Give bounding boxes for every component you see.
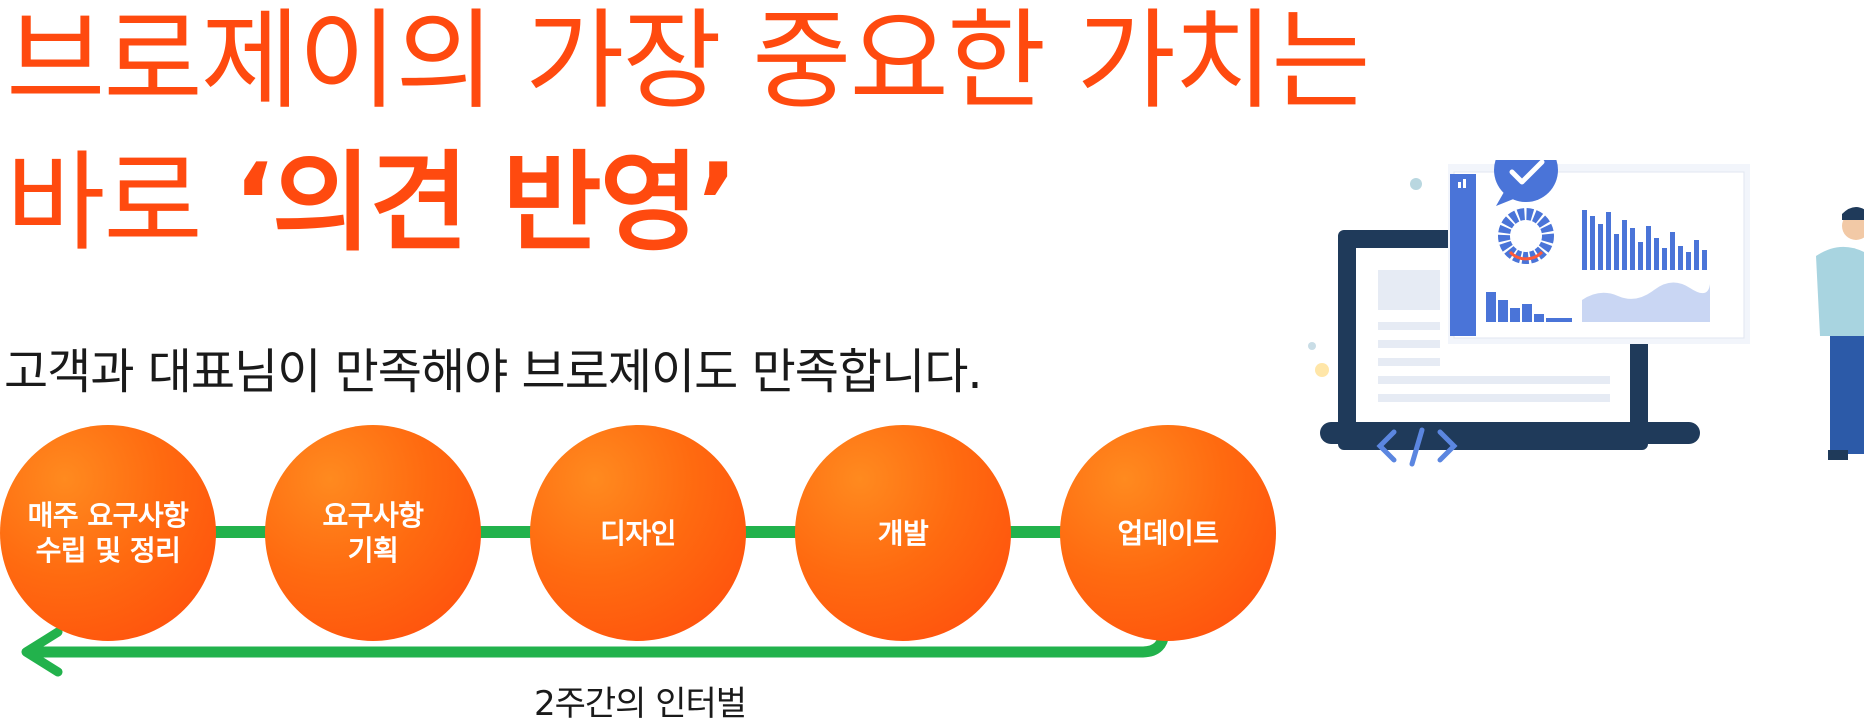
step-label: 개발 [877, 516, 929, 550]
headline-line-1: 브로제이의 가장 중요한 가치는 [6, 0, 1371, 124]
step-label: 매주 요구사항 수립 및 정리 [27, 499, 189, 567]
subtitle: 고객과 대표님이 만족해야 브로제이도 만족합니다. [4, 344, 983, 400]
dashboard-illustration [1210, 138, 1864, 560]
step-update: 업데이트 [1060, 425, 1276, 641]
step-design: 디자인 [530, 425, 746, 641]
person-figure [1816, 207, 1864, 460]
cycle-label: 2주간의 인터벌 [533, 684, 747, 724]
headline-emphasis: ‘의견 반영’ [233, 141, 738, 266]
process-flow: 매주 요구사항 수립 및 정리 요구사항 기획 디자인 개발 업데이트 2주간의… [0, 420, 1300, 724]
headline-prefix: 바로 [6, 141, 234, 266]
step-label: 디자인 [600, 516, 676, 550]
headline-line-2: 바로 ‘의견 반영’ [6, 150, 738, 258]
step-label: 업데이트 [1117, 516, 1219, 550]
code-icon [1376, 427, 1458, 467]
step-development: 개발 [795, 425, 1011, 641]
step-label: 요구사항 기획 [322, 499, 424, 567]
step-planning: 요구사항 기획 [265, 425, 481, 641]
step-requirements: 매주 요구사항 수립 및 정리 [0, 425, 216, 641]
